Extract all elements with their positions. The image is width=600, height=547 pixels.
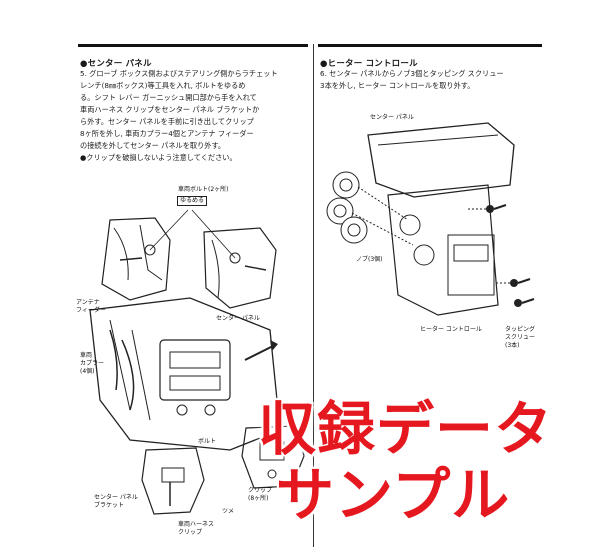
loosen-label: ゆるめる [177, 196, 208, 206]
center-panel-label-right: センター パネル [370, 114, 414, 121]
step-5-text: 5. グローブ ボックス側およびステアリング側からラチェット レンチ(8㎜ボック… [80, 69, 278, 150]
heater-control-heading: ●ヒーター コントロール [320, 59, 418, 69]
knob-1 [332, 171, 360, 199]
step-6-text: 6. センター パネルからノブ3個とタッピング スクリュー 3本を外し, ヒータ… [320, 69, 504, 90]
detail-view-right [203, 227, 277, 309]
heater-control-removal-diagram [326, 122, 535, 316]
clip-label: クリップ (8ヶ所) [248, 487, 273, 502]
bolt-label: ボルト [198, 438, 217, 445]
column-divider [313, 44, 314, 547]
knob-2 [326, 197, 354, 225]
tapping-screw-label: タッピング スクリュー (3本) [505, 326, 536, 349]
vehicle-bolt-label: 車両ボルト(2ヶ所) [178, 186, 229, 193]
watermark-line-2: サンプル [276, 461, 511, 529]
step-5-caution-note: ●クリップを破損しないよう注意してください。 [80, 153, 237, 162]
detail-view-left [101, 217, 171, 301]
center-panel-removal-diagram [89, 209, 305, 515]
knob-3 [340, 216, 368, 244]
claw-label: ツメ [222, 508, 235, 515]
center-panel-shape [159, 339, 231, 401]
center-panel-heading: ●センター パネル [80, 59, 152, 69]
center-panel-label-left: センター パネル [216, 315, 260, 322]
antenna-feeder-label: アンテナ フィーダー [76, 299, 106, 314]
tapping-screw-1 [486, 204, 507, 213]
center-panel-outline [367, 122, 515, 198]
tapping-screw-3 [514, 298, 535, 307]
watermark-line-1: 収録データ [258, 395, 554, 463]
section-rule-right [318, 44, 542, 47]
sample-watermark: 収録データ サンプル [258, 398, 598, 538]
knob-label: ノブ(3個) [356, 256, 383, 263]
vehicle-coupler-label: 車両 カプラー (4個) [80, 352, 105, 375]
bracket-detail-view [141, 447, 205, 515]
heater-control-label: ヒーター コントロール [420, 326, 482, 333]
dashboard-outline [89, 297, 281, 451]
tapping-screw-2 [510, 278, 531, 287]
section-rule-left [78, 44, 308, 47]
vehicle-harness-clip-label: 車両ハーネス クリップ [178, 521, 215, 536]
heater-control-unit [387, 184, 499, 316]
center-panel-bracket-label: センター パネル ブラケット [94, 494, 138, 509]
clip-detail-view [241, 425, 305, 489]
